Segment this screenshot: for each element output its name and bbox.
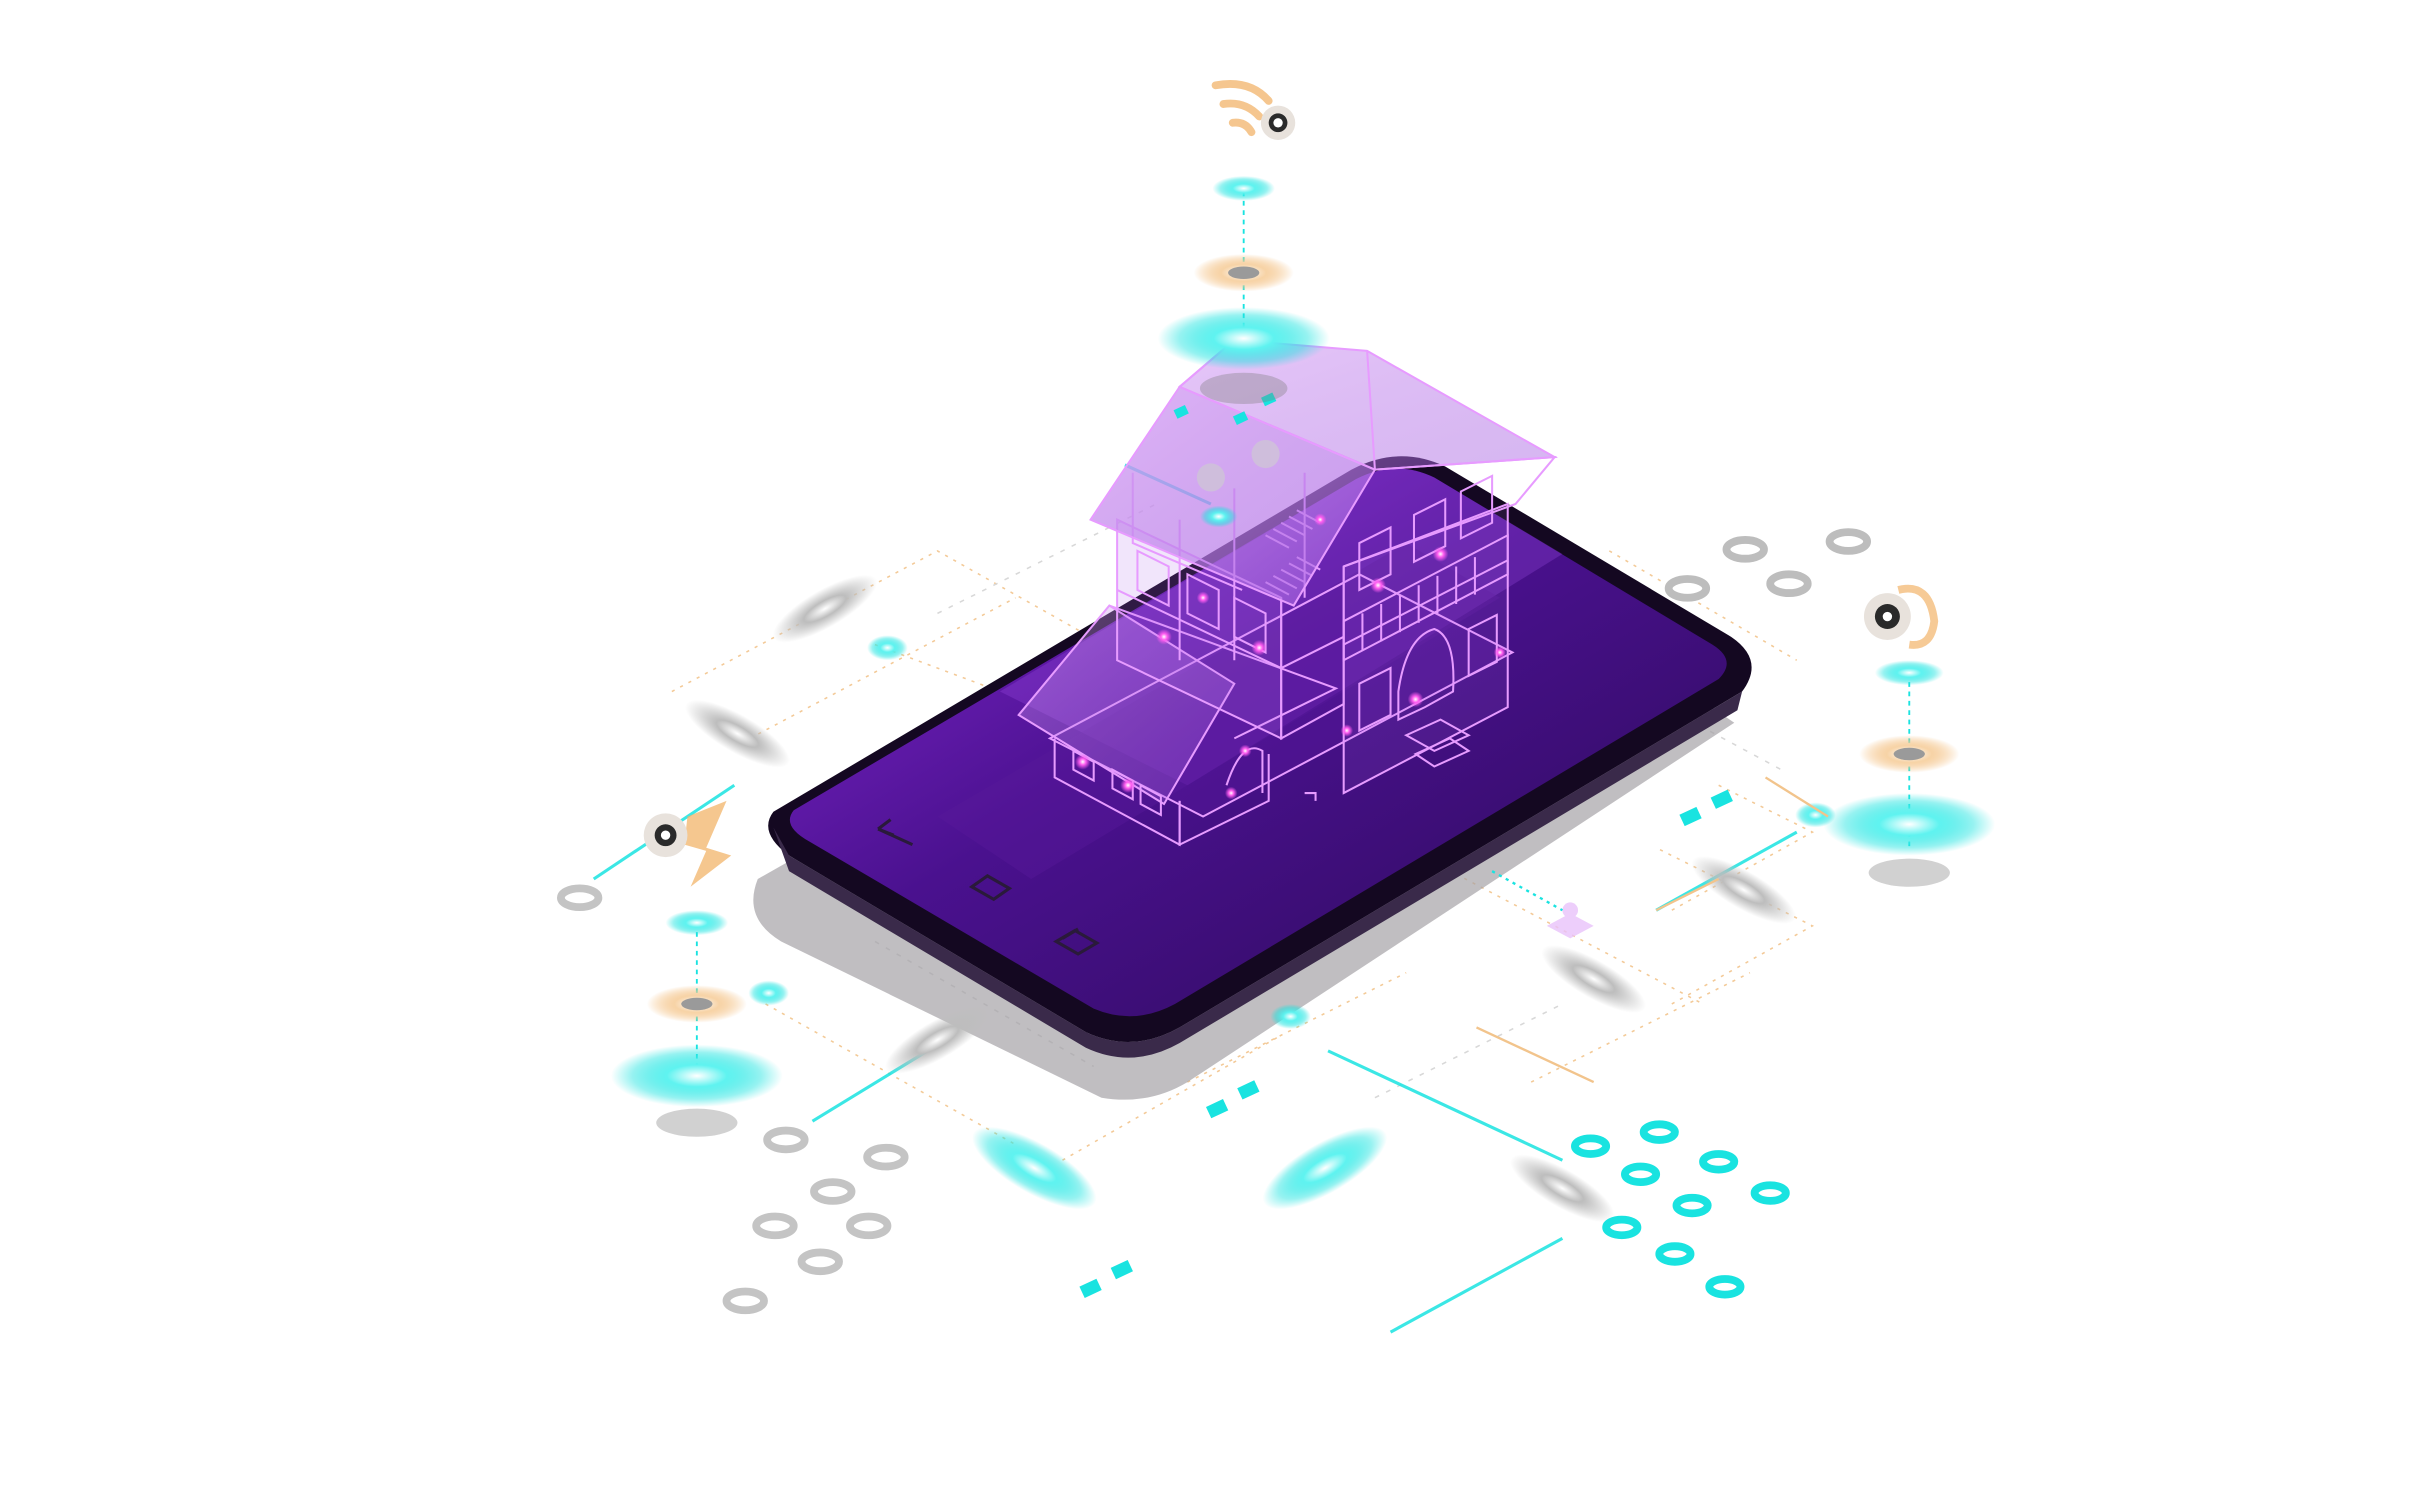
roof-cyan-node	[1199, 505, 1238, 528]
top-wifi-tower	[1157, 175, 1330, 405]
roof-nodes	[1196, 439, 1280, 492]
gray-ring-nodes-upper-right	[1664, 528, 1871, 602]
cyan-lens-nodes	[972, 1126, 1388, 1210]
cyan-dotted-line	[1491, 870, 1563, 912]
cyan-ring-nodes-lower-right	[1571, 1120, 1790, 1299]
house-lights	[1074, 513, 1507, 800]
house-icon	[1017, 338, 1559, 847]
wifi-icon	[1211, 80, 1273, 137]
phone-screen	[789, 468, 1727, 1017]
cyan-glow-dots	[748, 635, 1836, 1029]
back-icon	[877, 818, 914, 847]
left-tower	[610, 910, 783, 1137]
recent-apps-icon	[1053, 927, 1100, 956]
gray-ring-nodes-lower-left	[557, 884, 909, 1315]
lightning-icon	[643, 800, 732, 887]
phone-edge	[773, 691, 1743, 1058]
orange-brackets	[1475, 776, 1829, 1084]
gear-icon	[1546, 902, 1594, 939]
roof-cyan-squares	[1173, 392, 1277, 425]
right-tower	[1823, 660, 1996, 887]
power-icon	[1260, 105, 1296, 140]
gray-lens-nodes	[685, 574, 1796, 1223]
cyan-squares	[1079, 789, 1733, 1298]
home-icon	[968, 874, 1013, 902]
plug-icon	[1863, 584, 1939, 649]
